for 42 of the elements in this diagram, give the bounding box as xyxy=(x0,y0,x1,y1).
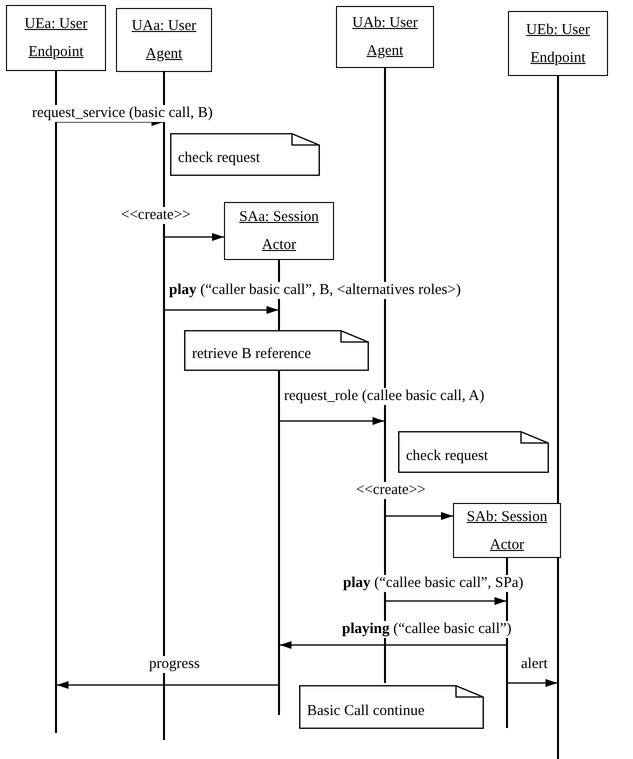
object-box xyxy=(453,503,561,558)
message-arrow xyxy=(280,417,384,425)
note-text: check request xyxy=(178,150,260,167)
object-name: UEa: User Endpoint xyxy=(24,15,88,62)
note-text: Basic Call continue xyxy=(307,702,424,720)
object-box xyxy=(336,6,434,68)
object-box xyxy=(508,11,608,76)
object-box xyxy=(224,202,334,260)
note-text: check request xyxy=(406,448,488,464)
note xyxy=(170,133,320,176)
lifeline xyxy=(278,260,280,715)
lifeline xyxy=(163,72,165,740)
object-name: UAa: User Agent xyxy=(130,17,198,64)
message-label: <<create>> xyxy=(120,207,192,224)
message-label: playing (“callee basic call”) xyxy=(341,621,513,638)
lifeline xyxy=(506,558,508,728)
object-name: UAb: User Agent xyxy=(351,14,419,61)
message-label: request_service (basic call, B) xyxy=(31,105,214,122)
message-arrow xyxy=(280,641,506,649)
object-name: SAb: Session Actor xyxy=(466,508,548,554)
lifeline xyxy=(384,68,386,683)
lifeline xyxy=(557,76,559,759)
message-label: request_role (callee basic call, A) xyxy=(283,388,486,405)
object-name: UEb: User Endpoint xyxy=(525,20,591,68)
note-text: retrieve B reference xyxy=(192,346,312,363)
note xyxy=(299,685,484,729)
message-label: progress xyxy=(148,656,201,673)
object-name: SAa: Session Actor xyxy=(238,208,320,255)
object-box xyxy=(6,5,106,71)
message-arrow xyxy=(56,681,278,689)
object-box xyxy=(116,8,212,72)
message-label: play (“callee basic call”, SPa) xyxy=(342,575,524,592)
message-label: <<create>> xyxy=(355,482,427,499)
note xyxy=(184,330,369,371)
message-arrow xyxy=(164,233,224,241)
message-label: play (“caller basic call”, B, <alternatives roles>) xyxy=(168,282,462,299)
message-arrow xyxy=(386,512,453,520)
note xyxy=(398,431,549,473)
lifeline xyxy=(55,71,57,733)
message-arrow xyxy=(508,679,558,687)
message-arrow xyxy=(386,597,506,605)
message-arrow xyxy=(164,306,278,314)
